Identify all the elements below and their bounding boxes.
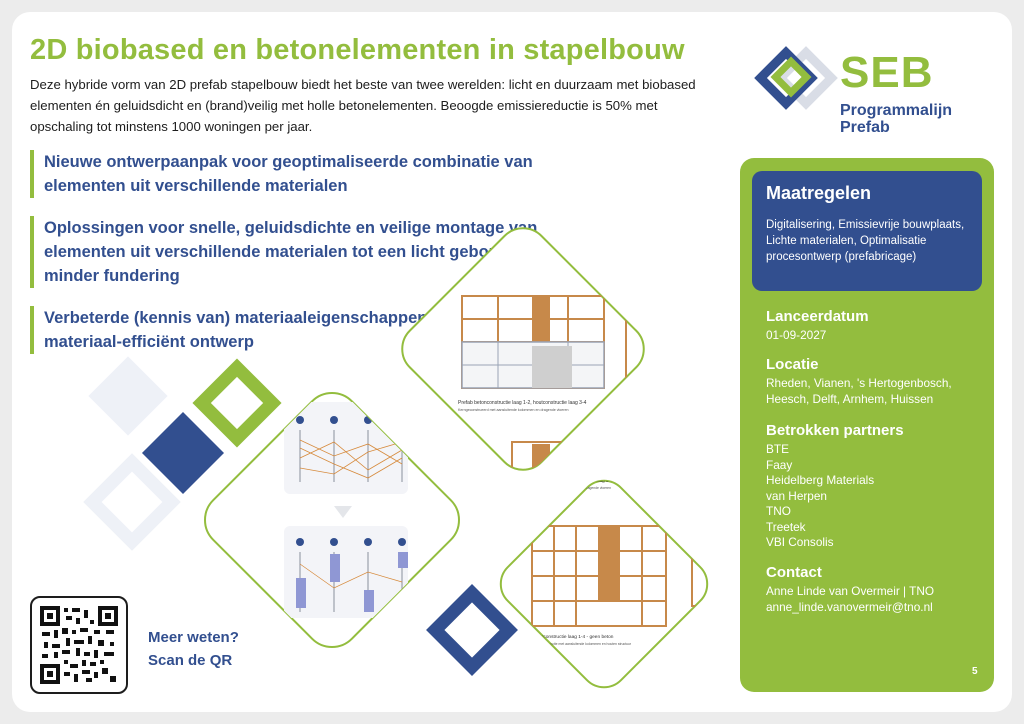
poster-page: 2D biobased en betonelementen in stapelb… <box>12 12 1012 712</box>
seb-logo: SEB Programmalijn Prefab <box>754 44 994 144</box>
caption-timber-top-sub: Kernconstructie met aansluitende kolomme… <box>512 486 611 490</box>
qr-text-line-2: Scan de QR <box>148 652 233 669</box>
page-title: 2D biobased en betonelementen in stapelb… <box>30 34 685 66</box>
partners-title: Betrokken partners <box>766 422 904 439</box>
contact-email[interactable]: anne_linde.vanovermeir@tno.nl <box>766 599 933 614</box>
section-contact: Contact Anne Linde van Overmeir | TNO an… <box>766 564 986 615</box>
contact-name: Anne Linde van Overmeir | TNO <box>766 584 935 598</box>
contact-title: Contact <box>766 564 822 581</box>
caption-timber-top: houtconstructie laag 1-2, houtconstructi… <box>512 478 613 483</box>
caption-timber-only: houtconstructie laag 1-4 - geen beton <box>534 634 614 640</box>
lanceerdatum-value: 01-09-2027 <box>766 328 827 342</box>
partner-item: Faay <box>766 457 793 472</box>
diagram-diamond-concrete-timber: Prefab betonconstructie laag 1-2, houtco… <box>401 227 655 481</box>
partner-item: Heidelberg Materials <box>766 473 875 487</box>
lanceerdatum-title: Lanceerdatum <box>766 308 869 325</box>
partner-item: van Herpen <box>766 488 827 503</box>
locatie-title: Locatie <box>766 356 819 373</box>
diagram-diamond-material-comparison <box>204 392 460 648</box>
maatregelen-title: Maatregelen <box>766 183 872 203</box>
logo-subtitle: Programmalijn Prefab <box>840 102 952 136</box>
section-lanceerdatum: Lanceerdatum 01-09-2027 <box>766 308 986 344</box>
key-point-1: Nieuwe ontwerpaanpak voor geoptimaliseer… <box>30 150 550 198</box>
illustration-area: Prefab betonconstructie laag 1-2, houtco… <box>83 227 718 689</box>
diagram-diamond-timber: houtconstructie laag 1-2, houtconstructi… <box>499 478 718 689</box>
logo-line-1: Programmalijn <box>840 102 953 119</box>
qr-call-to-action: Meer weten? Scan de QR <box>148 626 239 672</box>
caption-concrete-timber: Prefab betonconstructie laag 1-2, houtco… <box>458 400 587 406</box>
maatregelen-box: Maatregelen Digitalisering, Emissievrije… <box>752 171 982 291</box>
section-partners: Betrokken partners BTE Faay Heidelberg M… <box>766 422 986 551</box>
deco-diamond-light-2 <box>83 453 181 551</box>
caption-timber-only-sub: Kernconstructie met aansluitende kolomme… <box>534 642 632 646</box>
seb-logo-mark-icon <box>754 46 838 110</box>
logo-line-2: Prefab <box>840 119 890 136</box>
deco-diamond-green <box>192 358 282 448</box>
section-locatie: Locatie Rheden, Vianen, 's Hertogenbosch… <box>766 356 986 407</box>
info-panel: Maatregelen Digitalisering, Emissievrije… <box>740 158 994 692</box>
deco-diamond-light-1 <box>88 356 168 436</box>
partner-item: TNO <box>766 504 791 518</box>
partner-item: VBI Consolis <box>766 535 834 549</box>
maatregelen-text: Digitalisering, Emissievrije bouwplaats,… <box>766 219 965 263</box>
deco-diamond-blue-outline <box>426 584 518 676</box>
qr-code-icon <box>40 606 118 684</box>
locatie-value: Rheden, Vianen, 's Hertogenbosch, Heesch… <box>766 376 952 406</box>
key-point-2: Oplossingen voor snelle, geluidsdichte e… <box>30 216 550 288</box>
qr-code[interactable] <box>30 596 128 694</box>
page-number: 5 <box>972 666 978 677</box>
partner-item: BTE <box>766 442 789 456</box>
logo-name: SEB <box>840 48 934 97</box>
intro-text: Deze hybride vorm van 2D prefab stapelbo… <box>30 77 696 134</box>
key-point-3: Verbeterde (kennis van) materiaaleigensc… <box>30 306 550 354</box>
qr-text-line-1: Meer weten? <box>148 629 239 646</box>
key-points: Nieuwe ontwerpaanpak voor geoptimaliseer… <box>30 150 550 372</box>
partner-item: Treetek <box>766 519 806 534</box>
caption-concrete-timber-sub: Kerngeconstrueerd met aansluitende kolom… <box>458 408 568 412</box>
